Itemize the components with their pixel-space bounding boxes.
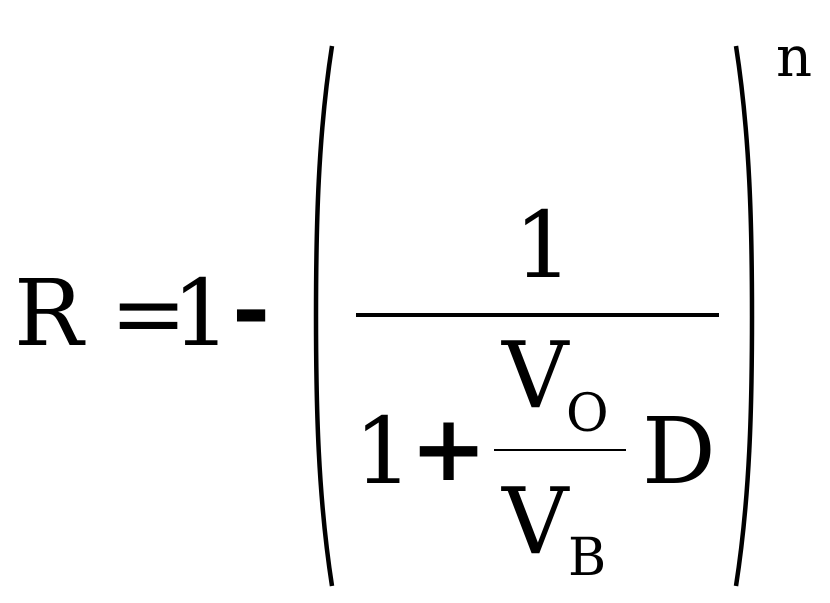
- plus-sign: +: [410, 394, 488, 502]
- outer-fraction-bar: [356, 313, 719, 317]
- v-o-subscript: O: [566, 384, 609, 444]
- v-b-subscript: B: [568, 528, 607, 588]
- inner-fraction-bar: [494, 449, 626, 451]
- v-b-base: V: [502, 468, 569, 575]
- equals-sign: =: [110, 260, 188, 367]
- v-o-base: V: [502, 322, 569, 429]
- lhs-r: R: [14, 260, 84, 367]
- right-parenthesis: [733, 45, 755, 587]
- factor-d: D: [642, 398, 716, 505]
- minus-sign: -: [232, 254, 271, 362]
- outer-numerator: 1: [514, 192, 573, 299]
- denominator-one: 1: [354, 398, 413, 505]
- left-parenthesis: [313, 45, 335, 587]
- leading-one: 1: [172, 260, 231, 367]
- exponent-n: n: [776, 25, 813, 90]
